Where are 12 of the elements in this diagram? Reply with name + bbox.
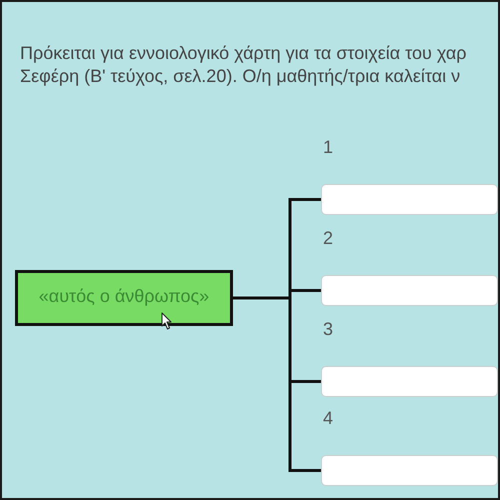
instruction-text: Πρόκειται για εννοιολογικό χάρτη για τα στοιχεία του χαρ <box>20 42 466 64</box>
field-number: 4 <box>323 409 334 427</box>
answer-field <box>321 275 498 306</box>
field-number: 2 <box>323 229 334 247</box>
answer-field <box>321 366 498 397</box>
instruction-text: Σεφέρη (Β' τεύχος, σελ.20). Ο/η μαθητής/τρια καλείται ν <box>20 65 460 88</box>
concept-box <box>15 270 233 326</box>
field-number: 3 <box>323 320 334 338</box>
answer-field <box>321 455 498 486</box>
answer-field <box>321 184 498 215</box>
concept-label: «αυτός ο άνθρωπος» <box>38 284 210 308</box>
field-number: 1 <box>323 138 334 156</box>
